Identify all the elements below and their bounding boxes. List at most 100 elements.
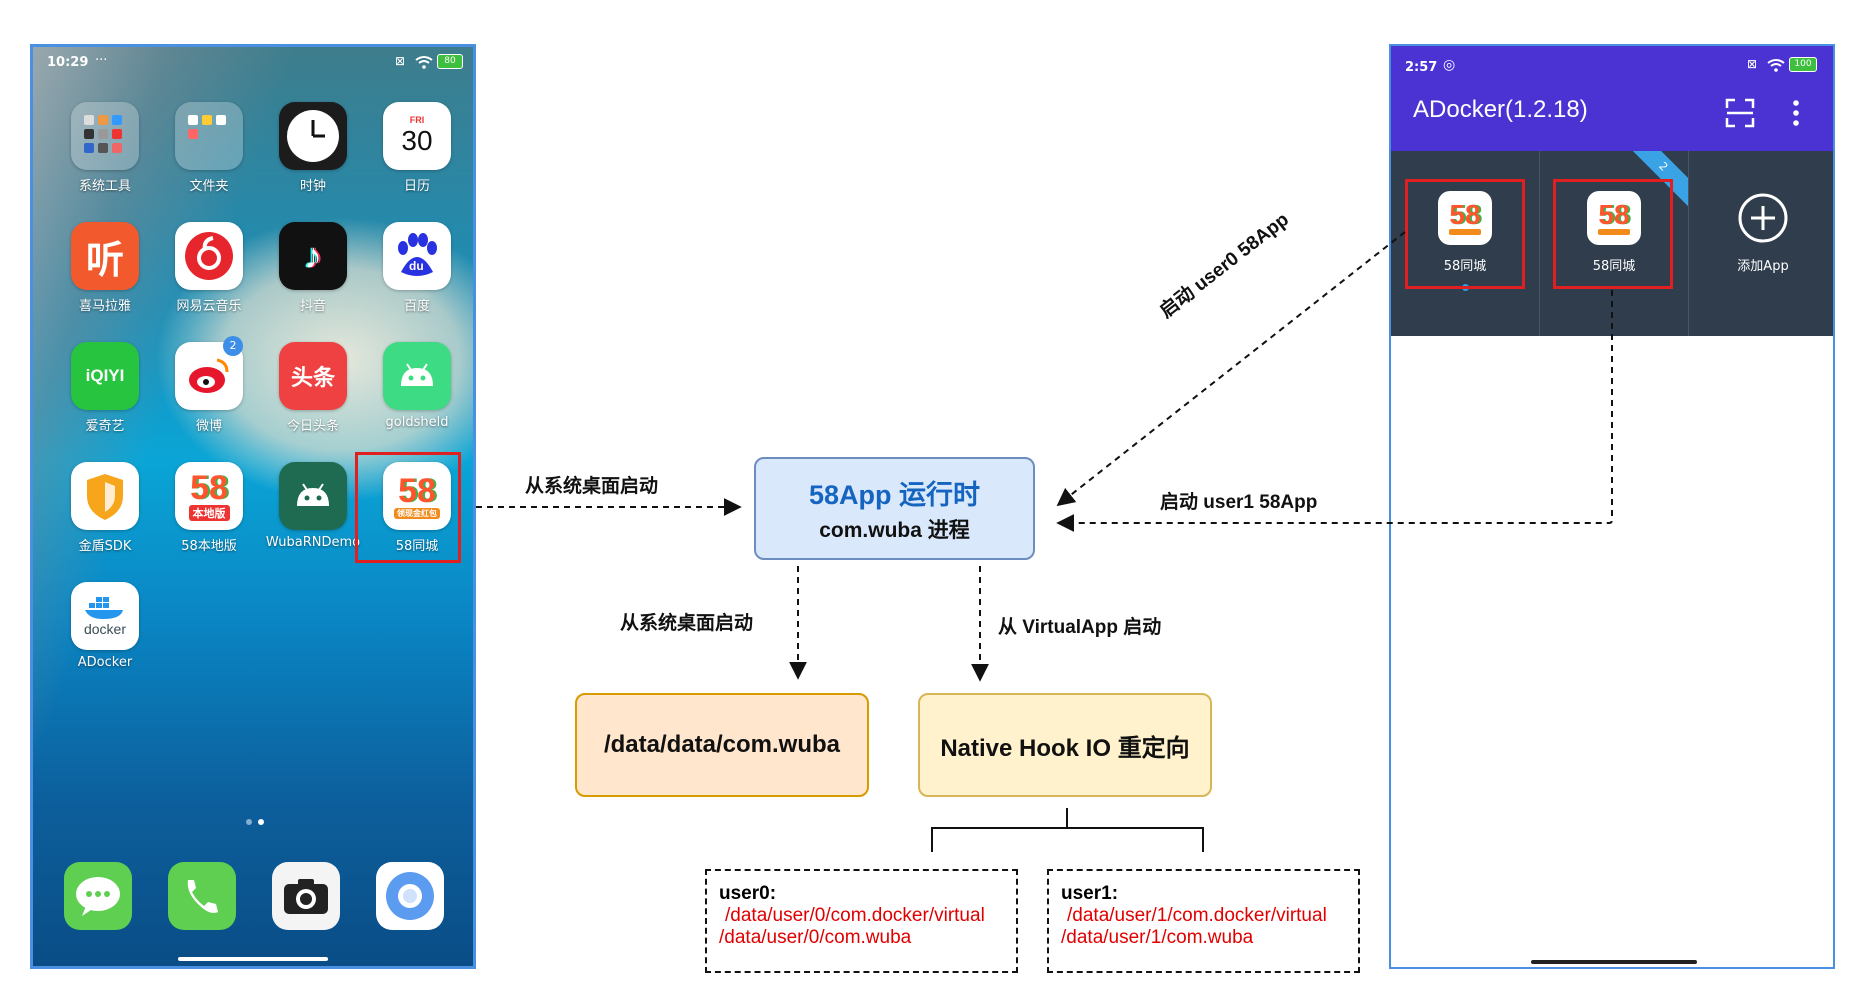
folder-icon <box>71 102 139 170</box>
app-jindun-sdk[interactable]: 金盾SDK <box>55 462 155 554</box>
58-sub: 领现金红包 <box>394 507 440 519</box>
add-app-button[interactable]: 添加App <box>1689 151 1833 336</box>
highlight-box-58-user0 <box>1405 179 1525 289</box>
app-label: 系统工具 <box>78 179 131 194</box>
tiktok-icon: ♪ <box>279 222 347 290</box>
58-icon: 58 <box>1438 191 1492 245</box>
phone-dock-icon[interactable] <box>168 862 236 930</box>
app-toutiao[interactable]: 头条 今日头条 <box>263 342 363 434</box>
app-netease-music[interactable]: 网易云音乐 <box>159 222 259 314</box>
android-icon <box>383 342 451 410</box>
battery-icon: 100 <box>1789 57 1817 72</box>
home-indicator[interactable] <box>1531 960 1697 964</box>
native-hook-box: Native Hook IO 重定向 <box>918 693 1212 797</box>
58-glyph: 58 <box>1449 199 1481 230</box>
messages-dock-icon[interactable] <box>64 862 132 930</box>
user0-title: user0: <box>719 883 777 904</box>
cell-label: 58同城 <box>1592 259 1636 274</box>
left-status-time: 10:29 <box>47 55 89 70</box>
docker-glyph: docker <box>83 621 127 637</box>
user1-title: user1: <box>1061 883 1119 904</box>
app-iqiyi[interactable]: iQIYI 爱奇艺 <box>55 342 155 434</box>
left-status-dots: ··· <box>95 53 108 68</box>
edge-label-desktop: 从系统桌面启动 <box>525 476 659 497</box>
close-notify-icon: ⊠ <box>1747 57 1758 71</box>
android-icon <box>279 462 347 530</box>
highlight-box-58-desktop <box>355 452 461 563</box>
app-58-local[interactable]: 58 本地版 58本地版 <box>159 462 259 554</box>
browser-dock-icon[interactable] <box>376 862 444 930</box>
ximalaya-icon: 听 <box>71 222 139 290</box>
runtime-subtitle: com.wuba 进程 <box>819 519 970 542</box>
58-icon: 58 <box>1587 191 1641 245</box>
app-label: 今日头条 <box>286 419 339 434</box>
app-ximalaya[interactable]: 听 喜马拉雅 <box>55 222 155 314</box>
right-status-time: 2:57 <box>1405 60 1438 75</box>
arrow-user0-to-runtime <box>1056 231 1406 507</box>
app-58tongcheng[interactable]: 58 领现金红包 58同城 <box>367 462 467 554</box>
app-douyin[interactable]: ♪ 抖音 <box>263 222 363 314</box>
more-vert-icon[interactable] <box>1791 98 1801 128</box>
calendar-icon: FRI 30 <box>383 102 451 170</box>
left-phone-screenshot: 10:29 ··· ⊠ 80 系统工具 文件夹 <box>30 44 476 969</box>
right-phone-screenshot: 2:57 ◎ ⊠ 100 ADocker(1.2.18) 58 58同城 <box>1389 44 1835 969</box>
virtual-app-58-user1[interactable]: 2 58 58同城 <box>1540 151 1688 336</box>
cell-label: 添加App <box>1737 259 1789 274</box>
user1-path-virtual: /data/user/1/com.docker/virtual <box>1067 905 1327 926</box>
notification-badge: 2 <box>223 336 243 356</box>
app-label: goldsheld <box>385 415 449 430</box>
app-calendar[interactable]: FRI 30 日历 <box>367 102 467 194</box>
app-weibo[interactable]: 2 微博 <box>159 336 259 434</box>
app-clock[interactable]: 时钟 <box>263 102 363 194</box>
app-label: 58本地版 <box>181 539 237 554</box>
user0-path-box: user0: /data/user/0/com.docker/virtual /… <box>705 869 1018 973</box>
scan-icon[interactable] <box>1725 98 1755 128</box>
iqiyi-icon: iQIYI <box>71 342 139 410</box>
edge-label-virtualapp: 从 VirtualApp 启动 <box>998 617 1162 638</box>
app-label: 喜马拉雅 <box>78 299 131 314</box>
app-label: 时钟 <box>299 179 326 194</box>
left-status-bar: 10:29 ··· ⊠ 80 <box>33 47 473 77</box>
app-label: 抖音 <box>299 299 326 314</box>
user1-path-box: user1: /data/user/1/com.docker/virtual /… <box>1047 869 1360 973</box>
folder-icon <box>175 102 243 170</box>
runtime-box: 58App 运行时 com.wuba 进程 <box>754 457 1035 560</box>
shield-icon <box>71 462 139 530</box>
user0-path-wuba: /data/user/0/com.wuba <box>719 927 912 948</box>
app-label: 微博 <box>195 419 222 434</box>
wifi-icon <box>1767 59 1785 72</box>
toutiao-icon: 头条 <box>279 342 347 410</box>
app-folder[interactable]: 文件夹 <box>159 102 259 194</box>
calendar-day: 30 <box>401 125 433 156</box>
app-baidu[interactable]: du 百度 <box>367 222 467 314</box>
virtual-app-58-user0[interactable]: 58 58同城 <box>1391 151 1539 336</box>
baidu-glyph: du <box>409 259 424 273</box>
page-indicator-dot-active <box>258 819 264 825</box>
58-glyph: 58 <box>190 469 228 507</box>
arrow-user1-to-runtime <box>1056 290 1613 532</box>
app-title: ADocker(1.2.18) <box>1413 96 1588 123</box>
bracket-hook-to-users <box>931 808 1204 852</box>
58-local-sub: 本地版 <box>188 505 230 521</box>
netease-music-icon <box>175 222 243 290</box>
app-label: 58同城 <box>395 539 439 554</box>
close-notify-icon: ⊠ <box>395 54 406 68</box>
camera-dock-icon[interactable] <box>272 862 340 930</box>
app-wubarndemo[interactable]: WubaRNDemo <box>263 462 363 550</box>
app-label: 爱奇艺 <box>85 419 125 434</box>
add-circle-icon <box>1736 191 1790 245</box>
app-adocker[interactable]: docker ADocker <box>55 582 155 670</box>
app-label: 文件夹 <box>189 179 229 194</box>
user1-path-wuba: /data/user/1/com.wuba <box>1061 927 1254 948</box>
app-goldsheld[interactable]: goldsheld <box>367 342 467 430</box>
app-system-tools[interactable]: 系统工具 <box>55 102 155 194</box>
grid-divider <box>1688 151 1689 336</box>
edge-label-desktop-down: 从系统桌面启动 <box>620 613 754 634</box>
app-label: WubaRNDemo <box>265 535 361 550</box>
clock-icon <box>279 102 347 170</box>
app-label: 百度 <box>403 299 430 314</box>
runtime-title: 58App 运行时 <box>808 480 981 510</box>
home-indicator[interactable] <box>178 957 328 961</box>
calendar-day-name: FRI <box>409 115 425 125</box>
user0-path-virtual: /data/user/0/com.docker/virtual <box>725 905 985 926</box>
